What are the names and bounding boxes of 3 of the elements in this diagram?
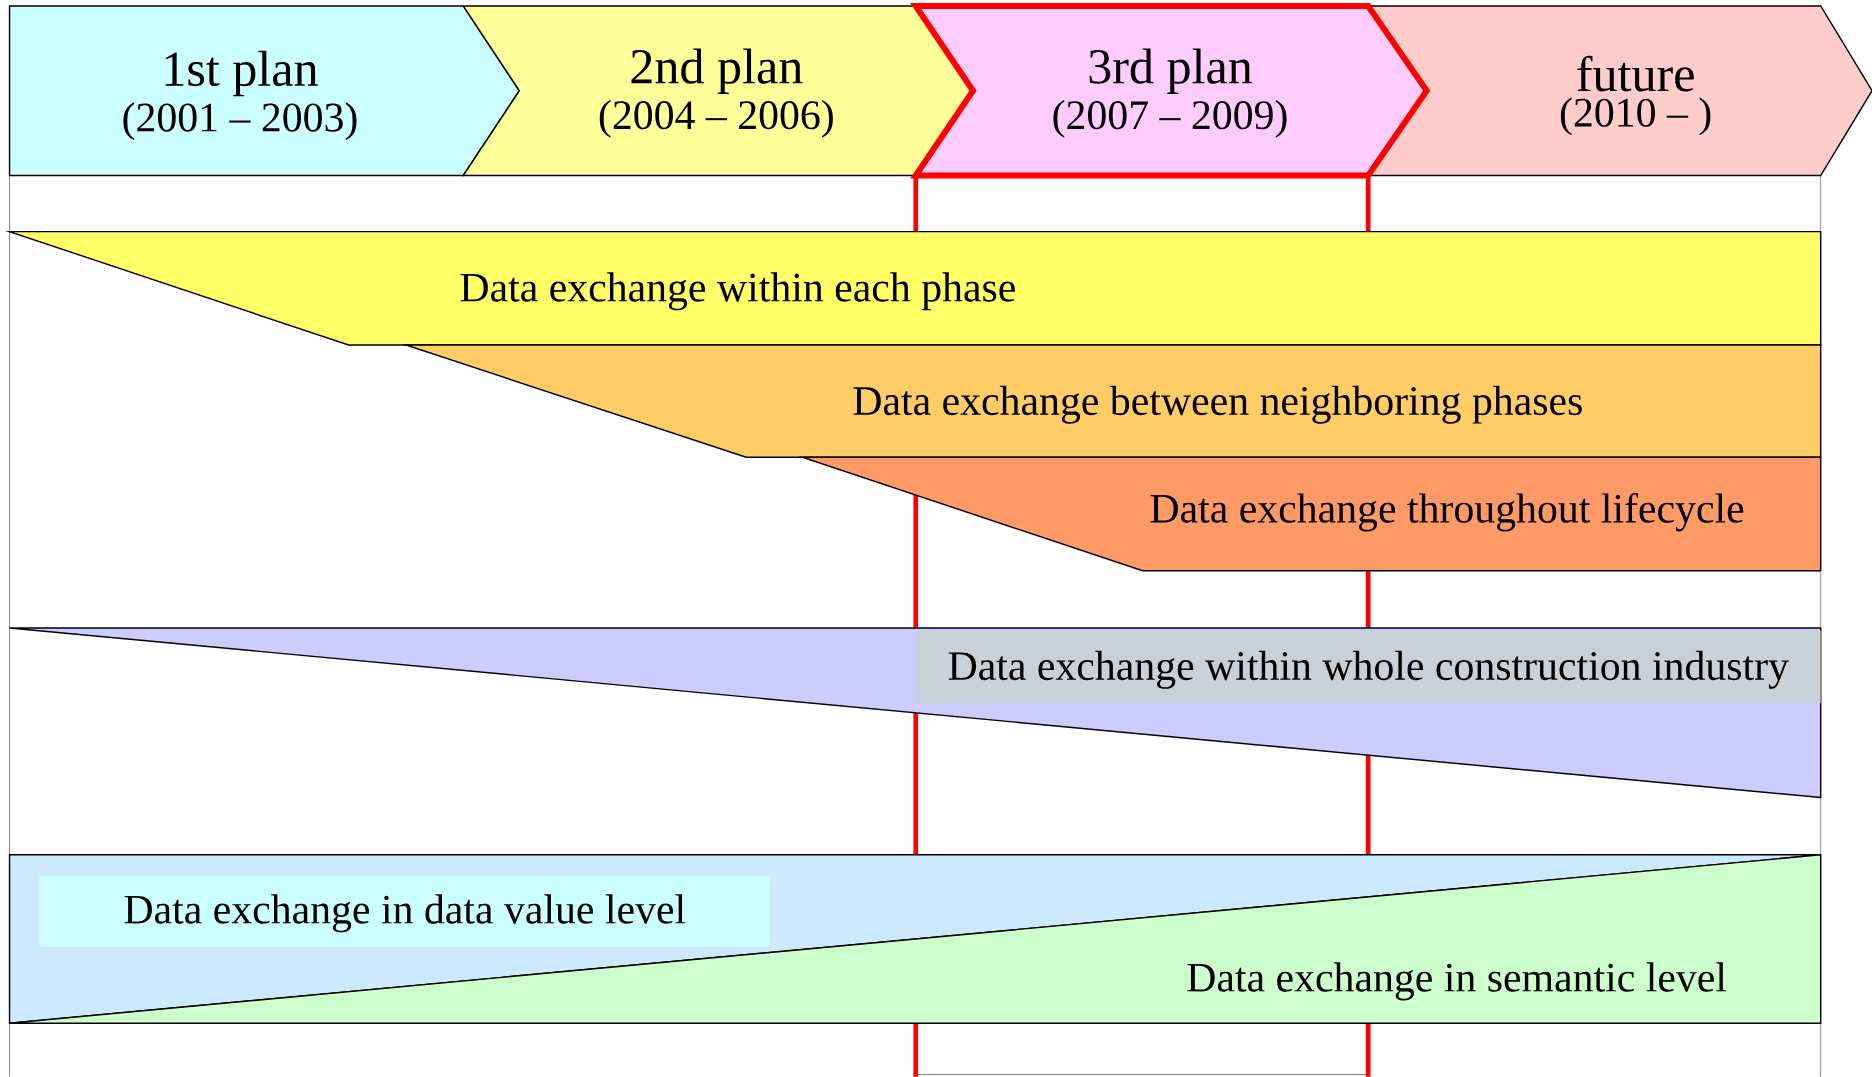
phase-header: future (2010 – ) bbox=[1366, 5, 1872, 177]
phase-header: 1st plan (2001 – 2003) bbox=[8, 5, 521, 177]
exchange-band: Data exchange within whole construction industry bbox=[8, 627, 1822, 799]
